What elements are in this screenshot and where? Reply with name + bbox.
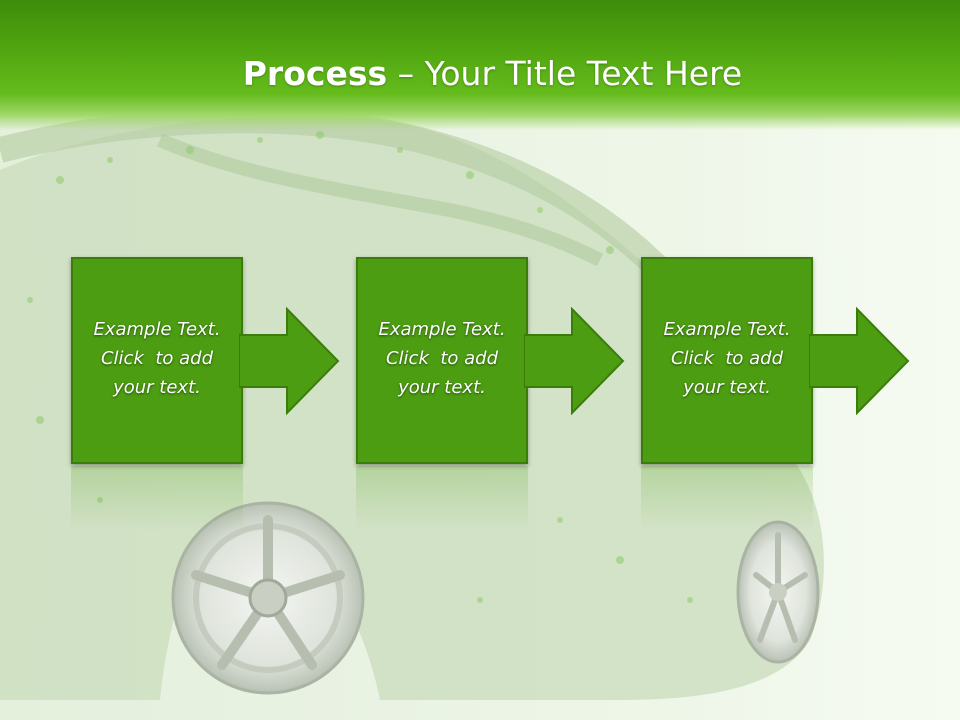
arrow-right-icon (239, 307, 340, 415)
step-box-1[interactable]: Example Text. Click to add your text. (71, 257, 243, 464)
process-step-1: Example Text. Click to add your text. (71, 257, 341, 467)
process-step-2: Example Text. Click to add your text. (356, 257, 626, 467)
step-reflection-1 (71, 466, 243, 531)
title-bar (0, 0, 960, 130)
step-box-2[interactable]: Example Text. Click to add your text. (356, 257, 528, 464)
process-step-3: Example Text. Click to add your text. (641, 257, 911, 467)
title-rest: – Your Title Text Here (387, 54, 743, 93)
step-text-3[interactable]: Example Text. Click to add your text. (663, 319, 791, 398)
arrow-right-icon (524, 307, 625, 415)
step-text-2[interactable]: Example Text. Click to add your text. (378, 319, 506, 398)
slide-title[interactable]: Process – Your Title Text Here (0, 52, 960, 96)
step-box-3[interactable]: Example Text. Click to add your text. (641, 257, 813, 464)
title-bold: Process (242, 54, 388, 93)
step-text-1[interactable]: Example Text. Click to add your text. (93, 319, 221, 398)
arrow-right-icon (809, 307, 910, 415)
step-reflection-3 (641, 466, 813, 531)
step-reflection-2 (356, 466, 528, 531)
